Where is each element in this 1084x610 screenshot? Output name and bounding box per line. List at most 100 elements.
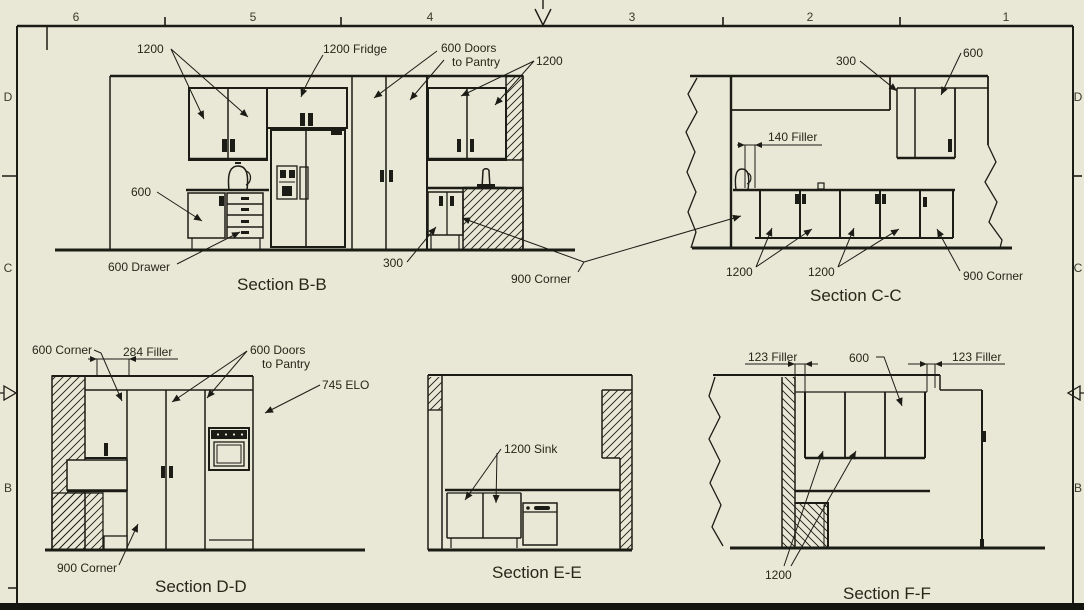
bb-drawer-stack <box>226 192 264 239</box>
left-ruler-d: D <box>4 90 13 104</box>
ff-wall-step <box>939 375 982 391</box>
bb-cabinet-above-fridge <box>266 87 348 129</box>
section-cc-drawing <box>685 52 1012 272</box>
ff-wall-hatch-strip <box>781 377 796 548</box>
ee-section-title: Section E-E <box>492 563 582 582</box>
top-ruler-2: 2 <box>807 10 814 24</box>
ff-label-1200: 1200 <box>765 568 792 582</box>
bottom-sheet-edge <box>0 603 1084 610</box>
top-ruler-5: 5 <box>250 10 257 24</box>
cc-leader-lines <box>755 52 962 272</box>
ee-sink-base-cabinet <box>446 492 522 548</box>
right-ruler-d: D <box>1074 90 1083 104</box>
dd-oven-icon <box>208 427 250 471</box>
bb-label-upper-right-1200: 1200 <box>536 54 563 68</box>
ee-wall-right <box>601 375 633 550</box>
cc-bulkhead <box>731 76 891 111</box>
bb-pantry-tall-doors <box>351 76 428 250</box>
dd-label-corner-600: 600 Corner <box>32 343 92 357</box>
cc-label-filler-140: 140 Filler <box>768 130 817 144</box>
ff-wall-handle-top <box>982 431 986 442</box>
bb-label-drawer: 600 Drawer <box>108 260 170 274</box>
dd-label-elo-745: 745 ELO <box>322 378 369 392</box>
section-bb-drawing <box>55 48 742 273</box>
section-bb-labels: 1200 1200 Fridge 600 Doors to Pantry 120… <box>108 41 571 294</box>
bb-label-pantry-2: to Pantry <box>452 55 500 69</box>
ruler-labels: 6 5 4 3 2 1 D C B D C B <box>4 10 1083 495</box>
cc-filler-dimension <box>737 142 822 188</box>
cc-label-corner-900: 900 Corner <box>963 269 1023 283</box>
dd-section-title: Section D-D <box>155 577 247 596</box>
section-ff-drawing <box>708 356 1045 567</box>
dd-filler-dimension <box>88 356 178 377</box>
bb-label-corner-900: 900 Corner <box>511 272 571 286</box>
bb-label-base-300: 300 <box>383 256 403 270</box>
section-ee-drawing <box>427 374 633 552</box>
top-ruler-4: 4 <box>427 10 434 24</box>
dd-corner-unit-600 <box>66 390 128 551</box>
cc-break-line-left <box>685 77 698 249</box>
ff-label-600: 600 <box>849 351 869 365</box>
ee-dishwasher-icon <box>522 502 558 546</box>
bb-corner-section-hatch <box>462 75 524 251</box>
top-ruler-3: 3 <box>629 10 636 24</box>
ee-leader-lines <box>464 448 502 504</box>
ff-leader-lines <box>783 356 903 567</box>
top-center-mark-icon <box>534 0 552 27</box>
cc-label-300: 300 <box>836 54 856 68</box>
left-center-mark-icon <box>0 384 18 402</box>
cc-counter-item <box>817 182 825 190</box>
left-ruler-c: C <box>4 261 13 275</box>
cc-section-title: Section C-C <box>810 286 902 305</box>
left-ruler-ticks <box>2 175 17 589</box>
cc-label-600: 600 <box>963 46 983 60</box>
ee-label-sink-1200: 1200 Sink <box>504 442 558 456</box>
ff-upper-cabinets <box>795 391 927 460</box>
dd-oven-tower <box>208 376 254 550</box>
ff-label-filler-right: 123 Filler <box>952 350 1001 364</box>
bb-base-cabinet-600 <box>187 192 261 250</box>
ff-filler-dimension-right <box>908 361 1005 392</box>
top-ruler-6: 6 <box>73 10 80 24</box>
cc-base-cabinets <box>755 190 954 239</box>
cc-label-1200-b: 1200 <box>808 265 835 279</box>
dd-leader-lines <box>93 349 321 566</box>
bb-fridge-icon <box>270 129 346 248</box>
section-ee-labels: 1200 Sink Section E-E <box>492 442 582 582</box>
right-ruler-c: C <box>1074 261 1083 275</box>
bb-label-fridge: 1200 Fridge <box>323 42 387 56</box>
cc-label-1200-a: 1200 <box>726 265 753 279</box>
dd-label-corner-900: 900 Corner <box>57 561 117 575</box>
ff-break-line-left <box>708 376 724 547</box>
bb-label-upper-1200: 1200 <box>137 42 164 56</box>
ff-label-filler-left: 123 Filler <box>748 350 797 364</box>
dd-label-pantry-2: to Pantry <box>262 357 310 371</box>
section-ff-labels: 123 Filler 600 123 Filler 1200 Section F… <box>748 350 1001 603</box>
bb-section-title: Section B-B <box>237 275 327 294</box>
left-ruler-b: B <box>4 481 12 495</box>
cc-upper-cabinets <box>896 87 988 160</box>
cc-break-line-right <box>984 144 1003 249</box>
bb-upper-cabinet-right <box>427 87 507 161</box>
section-dd-labels: 600 Corner 284 Filler 600 Doors to Pantr… <box>32 343 369 596</box>
ff-section-title: Section F-F <box>843 584 931 603</box>
bb-grinder-icon <box>477 168 495 189</box>
dd-label-pantry-1: 600 Doors <box>250 343 305 357</box>
section-dd-drawing <box>45 349 365 566</box>
section-cc-labels: 300 600 140 Filler 1200 1200 900 Corner … <box>726 46 1023 305</box>
ff-filler-dimension-left <box>745 361 818 392</box>
bb-label-base-600: 600 <box>131 185 151 199</box>
bb-label-pantry-1: 600 Doors <box>441 41 496 55</box>
top-ruler-1: 1 <box>1003 10 1010 24</box>
cc-kettle-icon <box>734 168 752 191</box>
right-ruler-b: B <box>1074 481 1082 495</box>
ee-wall-left <box>427 375 443 550</box>
dd-pantry-doors <box>161 390 206 550</box>
bb-base-cabinet-300 <box>427 191 464 250</box>
bb-kettle-icon <box>227 162 252 191</box>
right-center-mark-icon <box>1066 384 1084 402</box>
top-ruler-ticks <box>164 17 901 26</box>
